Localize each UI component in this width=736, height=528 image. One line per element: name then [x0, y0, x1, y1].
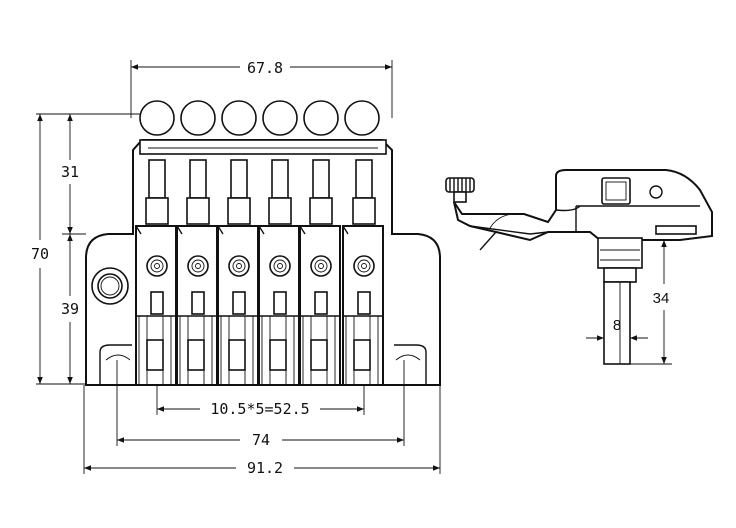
- front-view: [85, 100, 441, 386]
- saddle-block: [342, 225, 384, 386]
- saddle-post: [189, 159, 207, 199]
- saddle-post: [271, 159, 289, 199]
- dim-left-bottom: 39: [61, 300, 79, 318]
- saddle-screw-icon: [310, 255, 332, 277]
- lock-circles: [139, 100, 380, 136]
- saddle-screw-icon: [269, 255, 291, 277]
- dim-mid-width: 74: [252, 431, 270, 449]
- post-shaft: [603, 281, 631, 365]
- saddle-screw-icon: [187, 255, 209, 277]
- saddle-post: [312, 159, 330, 199]
- dimension-lines: [36, 60, 672, 474]
- dim-left-total: 70: [31, 245, 49, 263]
- saddle-screw-icon: [353, 255, 375, 277]
- dim-string-spacing: 10.5*5=52.5: [210, 400, 309, 418]
- post-collar: [597, 237, 643, 269]
- saddle-post: [230, 159, 248, 199]
- side-view: [445, 169, 713, 365]
- dim-left-top: 31: [61, 163, 79, 181]
- saddle-post: [148, 159, 166, 199]
- dim-top-width: 67.8: [247, 59, 283, 77]
- dim-total-width: 91.2: [247, 459, 283, 477]
- dim-post-diameter: 8: [613, 317, 621, 334]
- dim-post-height: 34: [653, 290, 670, 307]
- saddle-block: [299, 225, 341, 386]
- saddle-screw-icon: [228, 255, 250, 277]
- saddles: [135, 159, 384, 386]
- saddle-post: [355, 159, 373, 199]
- saddle-screw-icon: [146, 255, 168, 277]
